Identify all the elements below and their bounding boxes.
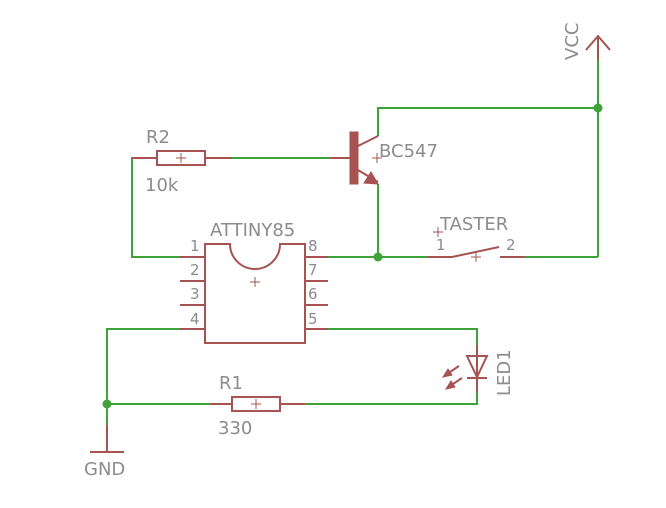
ic-pin2-label: 2 bbox=[190, 261, 200, 279]
transistor-value-label: BC547 bbox=[379, 141, 438, 162]
ic-pin6-label: 6 bbox=[308, 285, 318, 303]
vcc-arrow-icon bbox=[585, 34, 611, 51]
wire-pin4-to-gnd bbox=[106, 328, 180, 450]
r1-value-label: 330 bbox=[218, 418, 252, 439]
ic-pin8-label: 8 bbox=[308, 237, 318, 255]
wire-pin5-to-led bbox=[328, 328, 478, 350]
junctions bbox=[102, 103, 603, 409]
wires bbox=[106, 60, 599, 450]
led-led1: LED1 bbox=[441, 345, 515, 396]
r2-value-label: 10k bbox=[145, 175, 179, 196]
ic-name-label: ATTINY85 bbox=[210, 220, 295, 241]
ic-pin4-label: 4 bbox=[190, 310, 200, 328]
r2-name-label: R2 bbox=[146, 127, 170, 148]
ic-pin7-label: 7 bbox=[308, 261, 318, 279]
junction-vcc bbox=[593, 103, 603, 113]
ic-body bbox=[204, 243, 306, 344]
switch-pin1-label: 1 bbox=[436, 236, 446, 254]
r1-name-label: R1 bbox=[219, 373, 243, 394]
transistor-emitter-arrow bbox=[363, 171, 379, 185]
led-triangle bbox=[465, 355, 489, 380]
gnd-label: GND bbox=[84, 459, 125, 480]
transistor-base-bar bbox=[349, 131, 359, 185]
vcc-supply: VCC bbox=[562, 23, 611, 60]
resistor-r1-body bbox=[231, 396, 281, 412]
gnd-supply: GND bbox=[84, 425, 125, 480]
ic-attiny85: ATTINY85 1 2 3 4 5 6 7 8 bbox=[180, 220, 328, 344]
ic-pin5-label: 5 bbox=[308, 310, 318, 328]
resistor-r2-body bbox=[156, 150, 206, 166]
junction-gnd bbox=[102, 399, 112, 409]
wire-collector-to-vcc bbox=[377, 107, 598, 136]
wire-r2-to-pin1 bbox=[131, 157, 180, 258]
resistor-r1: R1 330 bbox=[210, 373, 305, 439]
led-name-label: LED1 bbox=[494, 349, 515, 396]
resistor-r2: R2 10k bbox=[132, 127, 232, 196]
switch-taster: TASTER 1 2 bbox=[428, 214, 525, 262]
switch-name-label: TASTER bbox=[439, 214, 508, 235]
wire-led-to-r1 bbox=[305, 388, 478, 405]
ic-pin3-label: 3 bbox=[190, 285, 200, 303]
transistor-bc547: BC547 bbox=[330, 131, 438, 185]
junction-emitter bbox=[373, 252, 383, 262]
vcc-label: VCC bbox=[562, 23, 583, 60]
switch-pin2-label: 2 bbox=[506, 236, 516, 254]
ic-pin1-label: 1 bbox=[190, 237, 200, 255]
